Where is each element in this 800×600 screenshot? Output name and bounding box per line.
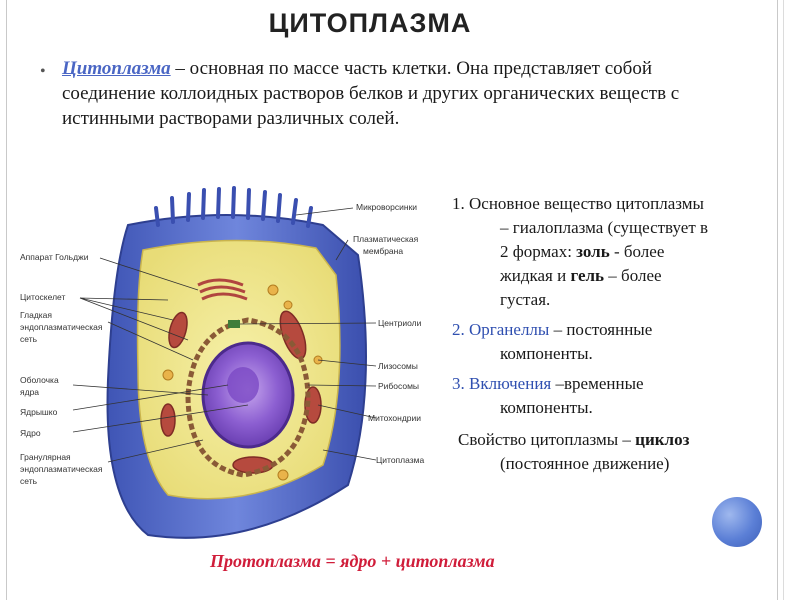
bullet-icon: • <box>40 63 46 80</box>
points-panel: 1. Основное вещество цитоплазмы – гиалоп… <box>452 192 772 476</box>
label-membrane-2: мембрана <box>363 246 403 256</box>
term-cyclosis: циклоз <box>635 430 690 449</box>
label-nuclear-envelope-1: Оболочка <box>20 375 59 385</box>
label-nucleolus: Ядрышко <box>20 407 58 417</box>
golgi-shapes <box>197 278 248 301</box>
point-2-text: – постоянные <box>549 320 653 339</box>
label-mitochondria: Митохондрии <box>368 413 421 423</box>
label-smooth-er-1: Гладкая <box>20 310 52 320</box>
label-nucleus: Ядро <box>20 428 41 438</box>
point-2-title: 2. Органеллы <box>452 320 550 339</box>
term-sol: золь <box>576 242 610 261</box>
point-1-c-pre: 2 формах: <box>500 242 577 261</box>
term-cytoplasm: Цитоплазма <box>62 58 171 79</box>
nucleolus-shape <box>227 367 259 403</box>
label-ribosomes: Рибосомы <box>378 381 419 391</box>
cell-diagram: Аппарат Гольджи Цитоскелет Гладкая эндоп… <box>18 180 438 550</box>
label-nuclear-envelope-2: ядра <box>20 387 39 397</box>
label-membrane-1: Плазматическая <box>353 234 419 244</box>
vesicle-shapes <box>162 284 323 481</box>
point-2-line-b: компоненты. <box>500 344 593 363</box>
slide-right-border <box>777 0 778 600</box>
centriole-shape <box>228 320 240 328</box>
property-line-a: Свойство цитоплазмы – циклоз <box>452 428 772 452</box>
intro-text: – основная по массе часть клетки. Она пр… <box>62 58 680 129</box>
label-smooth-er-2: эндоплазматическая <box>20 322 103 332</box>
label-rough-er-3: сеть <box>20 476 38 486</box>
point-2-line-a: 2. Органеллы – постоянные <box>452 318 772 342</box>
point-1-line-c: 2 формах: золь - более <box>452 240 772 264</box>
property-pre: Свойство цитоплазмы – <box>458 430 636 449</box>
footer-formula: Протоплазма = ядро + цитоплазма <box>210 551 495 571</box>
slide-title: ЦИТОПЛАЗМА <box>268 8 472 38</box>
label-cytoskeleton: Цитоскелет <box>20 292 65 302</box>
label-lysosomes: Лизосомы <box>378 361 418 371</box>
label-cytoplasm: Цитоплазма <box>376 455 424 465</box>
er-shapes <box>185 317 311 478</box>
point-1-line-a: 1. Основное вещество цитоплазмы <box>452 194 704 213</box>
point-1-line-b: – гиалоплазма (существует в <box>500 218 709 237</box>
point-3-line-b: компоненты. <box>500 398 593 417</box>
point-1-d-post: – более <box>604 266 662 285</box>
slide-right-border-outer <box>783 0 784 600</box>
microvilli-shapes <box>154 186 313 228</box>
point-1-d-pre: жидкая и <box>500 266 571 285</box>
label-smooth-er-3: сеть <box>20 334 38 344</box>
term-gel: гель <box>570 266 605 285</box>
point-3-line-a: 3. Включения –временные <box>452 372 772 396</box>
property-line-b: (постоянное движение) <box>500 454 670 473</box>
label-centrioles: Центриоли <box>378 318 422 328</box>
point-3-text: –временные <box>551 374 644 393</box>
label-microvilli: Микроворсинки <box>356 202 417 212</box>
decorative-orb <box>712 497 762 547</box>
slide-left-border <box>6 0 7 600</box>
intro-paragraph: Цитоплазма – основная по массе часть кле… <box>62 56 742 131</box>
point-1-c-post: - более <box>609 242 665 261</box>
label-rough-er-2: эндоплазматическая <box>20 464 103 474</box>
label-leader-lines <box>72 207 377 463</box>
point-1-line-e: густая. <box>500 290 551 309</box>
label-rough-er-1: Гранулярная <box>20 452 71 462</box>
point-3-title: 3. Включения <box>452 374 552 393</box>
point-1-line-d: жидкая и гель – более <box>452 264 772 288</box>
label-golgi: Аппарат Гольджи <box>20 252 89 262</box>
